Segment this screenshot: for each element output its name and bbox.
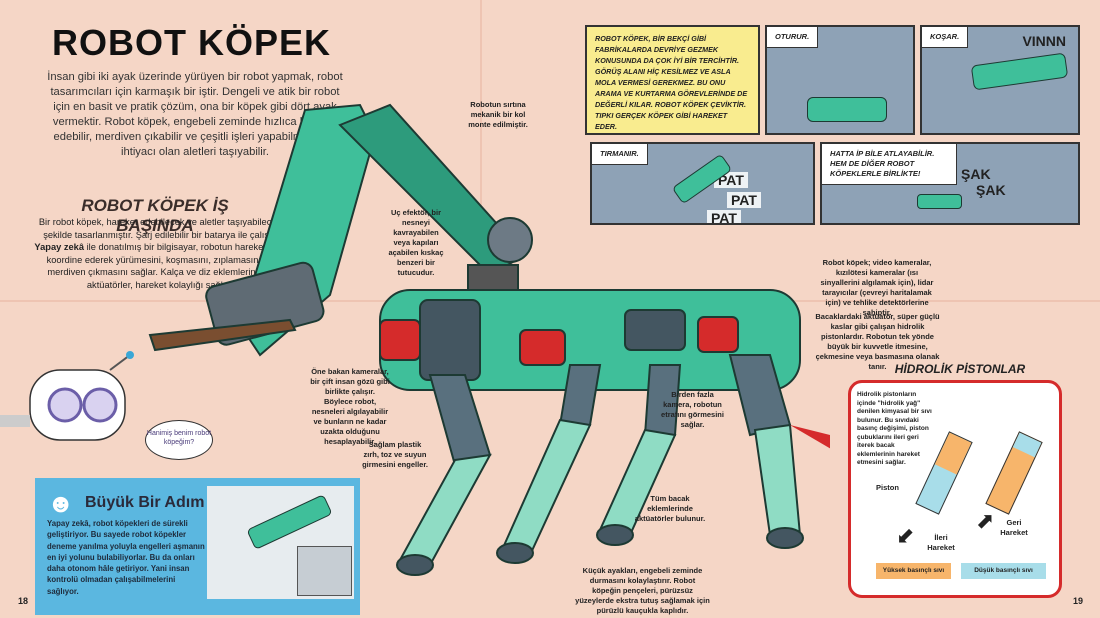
front-camera: [419, 299, 481, 381]
back-label: Geri Hareket: [1000, 518, 1028, 537]
robot-dog-illustration: [148, 103, 830, 576]
intro-text: İnsan gibi iki ayak üzerinde yürüyen bir…: [47, 71, 343, 158]
big-step-box: ☻ Büyük Bir Adım Yapay zekâ, robot köpek…: [35, 478, 360, 615]
sound-effect: PAT: [727, 192, 761, 208]
note-effector: Uç efektör, bir nesneyi kavrayabilen vey…: [388, 208, 444, 277]
front-bumper: [379, 319, 421, 361]
legend-low-pressure: Düşük basınçlı sıvı: [961, 563, 1046, 579]
arrow-up-icon: ⬈: [976, 508, 995, 533]
leg: [753, 423, 802, 536]
comic-panel-climb: TIRMANIR. PAT PAT PAT: [590, 142, 815, 225]
note-plastic: Sağlam plastik zırh, toz ve suyun girmes…: [362, 440, 428, 469]
leg: [500, 418, 592, 557]
foot: [766, 527, 804, 549]
comic-panel-sit: OTURUR.: [765, 25, 915, 135]
page-title: ROBOT KÖPEK: [52, 22, 332, 63]
note-feet: Küçük ayakları, engebeli zeminde durması…: [575, 566, 710, 615]
note-cameras: Robot köpek; video kameralar, kızılötesi…: [820, 258, 934, 317]
comic-panel-run: KOŞAR. VINNN: [920, 25, 1080, 135]
sound-effect: PAT: [714, 172, 748, 188]
comic-panel-jump: HATTA İP BİLE ATLAYABİLİR. HEM DE DİĞER …: [820, 142, 1080, 225]
robot-dog-jumping: [917, 194, 962, 209]
big-step-title: Büyük Bir Adım: [85, 494, 205, 511]
text: ile donatılmış bir bilgisayar, robotun h…: [46, 242, 286, 290]
page-number-right: 19: [1073, 596, 1084, 606]
ai-head-icon: ☻: [47, 488, 75, 518]
panel-caption: OTURUR.: [767, 27, 819, 48]
foot: [596, 524, 634, 546]
section-text: Bir robot köpek, hareket edebilecek ve a…: [30, 216, 290, 291]
sound-effect: PAT: [707, 210, 741, 223]
note-arm: Robotun sırtına mekanik bir kol monte ed…: [468, 100, 528, 129]
small-robot-character: [0, 351, 134, 441]
comic-text-box: ROBOT KÖPEK, BİR BEKÇİ GİBİ FABRİKALARDA…: [585, 25, 760, 135]
note-joints: Tüm bacak eklemlerinde aktüatörler bulun…: [634, 494, 706, 523]
bumper: [519, 329, 566, 366]
side-camera: [624, 309, 686, 351]
arrow-down-icon: ⬋: [896, 523, 915, 548]
callout-pointer: [790, 425, 830, 449]
leg: [398, 453, 492, 567]
panel-caption: HATTA İP BİLE ATLAYABİLİR. HEM DE DİĞER …: [822, 144, 957, 185]
hydraulic-heading: HİDROLİK PİSTONLAR: [894, 362, 1026, 376]
hydraulic-box: Hidrolik pistonların içinde "hidrolik ya…: [848, 380, 1062, 598]
jumping-robot-image: [207, 486, 354, 599]
text: Bir robot köpek, hareket edebilecek ve a…: [38, 217, 282, 240]
note-front-cameras: Öne bakan kameralar, bir çift insan gözü…: [310, 367, 390, 446]
foot: [396, 554, 434, 576]
note-multi-camera: Birden fazla kamera, robotun etrafını gö…: [661, 390, 724, 429]
section-heading: ROBOT KÖPEK İŞ BAŞINDA: [81, 196, 229, 235]
robot-dog-leaping: [246, 494, 333, 550]
wall-line: [480, 0, 482, 300]
robot-dog-running: [970, 52, 1069, 91]
big-step-text: Yapay zekâ, robot köpekleri de sürekli g…: [47, 519, 205, 596]
speech-bubble: Hanimiş benim robot köpeğim?: [145, 420, 213, 460]
sound-effect: VINNN: [1022, 33, 1066, 49]
arm-joint: [487, 217, 533, 263]
sound-effect: ŞAK: [961, 166, 991, 182]
sound-effect: ŞAK: [976, 182, 1006, 198]
wood-stick: [148, 318, 297, 352]
legend-high-pressure: Yüksek basınçlı sıvı: [876, 563, 951, 579]
note-actuators: Bacaklardaki aktüatör, süper güçlü kasla…: [815, 312, 940, 371]
robot-dog-sitting: [807, 97, 887, 122]
foot: [496, 542, 534, 564]
bumper: [697, 316, 739, 353]
boxes: [297, 546, 352, 596]
piston-label: Piston: [876, 483, 899, 492]
piston-back: [985, 431, 1043, 515]
panel-caption: TIRMANIR.: [592, 144, 648, 165]
hydraulic-text: Hidrolik pistonların içinde "hidrolik ya…: [857, 391, 932, 466]
forward-label: İleri Hareket: [927, 533, 955, 552]
bold-term: Yapay zekâ: [34, 242, 85, 252]
panel-caption: KOŞAR.: [922, 27, 969, 48]
page-number-left: 18: [18, 596, 29, 606]
